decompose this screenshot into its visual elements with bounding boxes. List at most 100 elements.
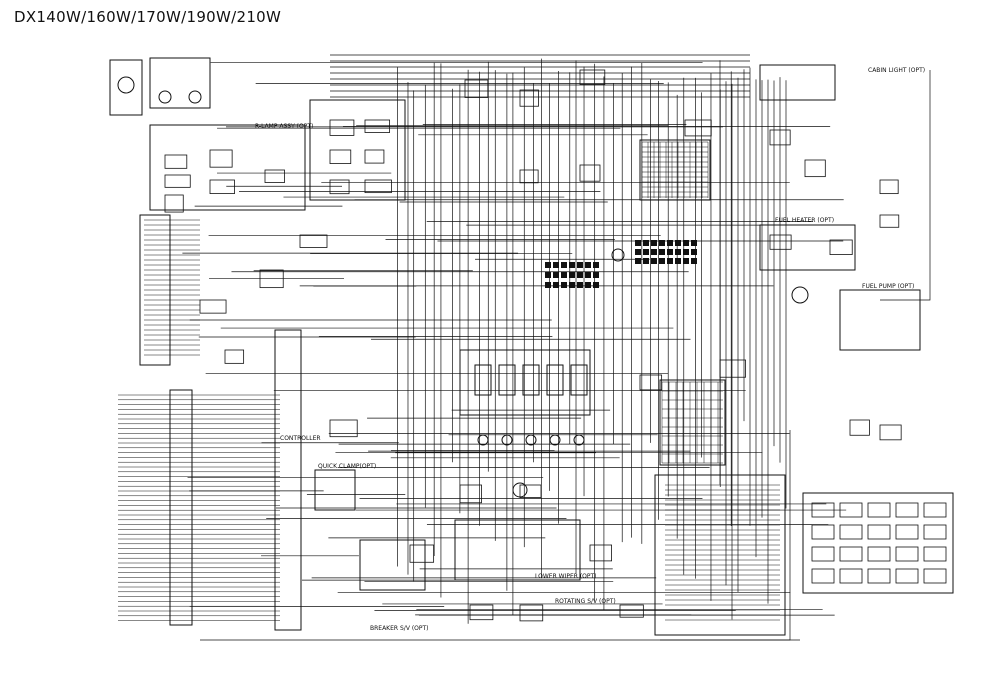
fuse-cell (561, 282, 567, 288)
connector-tile (839, 546, 863, 562)
fuel-heater-label: FUEL HEATER (OPT) (775, 217, 834, 224)
fuel-pump-label: FUEL PUMP (OPT) (862, 283, 914, 290)
relay-block (329, 419, 358, 438)
fuse-cell (577, 262, 583, 268)
fuse-cell (561, 272, 567, 278)
relay-coil (522, 364, 540, 396)
relay-block (579, 69, 606, 85)
motor-symbol (611, 248, 625, 262)
connector-tile (895, 524, 919, 540)
ignition-connector (117, 76, 135, 94)
fuse-cell (659, 249, 665, 255)
cabin-light-label: CABIN LIGHT (OPT) (868, 67, 925, 74)
fuse-cell (553, 262, 559, 268)
fuse-cell (675, 258, 681, 264)
round-connector (158, 90, 172, 104)
fuel-heater-box (759, 224, 856, 271)
relay-block (164, 174, 191, 188)
connector-legend-box (802, 492, 954, 594)
connector-tile (811, 524, 835, 540)
fuse-cell (643, 258, 649, 264)
fuse-cell (675, 249, 681, 255)
fuse-cell (683, 258, 689, 264)
connector-tile (839, 568, 863, 584)
fuse-cell (553, 282, 559, 288)
relay-block (519, 89, 539, 107)
page-title: DX140W/160W/170W/190W/210W (14, 8, 282, 26)
connector-tile (923, 502, 947, 518)
connector-tile (867, 524, 891, 540)
relay-block (519, 604, 544, 622)
fuse-cell (585, 282, 591, 288)
component-blocks (117, 69, 947, 622)
fuse-cell (667, 249, 673, 255)
fuse-cell (569, 262, 575, 268)
relay-block (804, 159, 826, 178)
relay-block (299, 234, 328, 248)
relay-block (519, 169, 539, 184)
fuse-block (139, 214, 171, 366)
frame-wire (880, 70, 931, 301)
relay-block (829, 239, 853, 255)
right-terminal-block (654, 474, 786, 636)
connector-tile (923, 524, 947, 540)
relay-block (329, 179, 350, 195)
relay-coil (474, 364, 492, 396)
relay-block (639, 374, 663, 391)
fuse-cell (569, 272, 575, 278)
relay-block (769, 234, 792, 250)
lamp-assy-box (149, 124, 306, 211)
relay-block (364, 179, 392, 194)
lower-wiper-box (454, 519, 581, 581)
relay-block (464, 79, 489, 98)
connector-tile (923, 546, 947, 562)
relay-block (164, 154, 188, 169)
relay-block (364, 119, 391, 133)
relay-coil (570, 364, 588, 396)
fuse-cell (659, 240, 665, 246)
fuse-cell (683, 249, 689, 255)
relay-block (164, 194, 184, 213)
fuse-cell (569, 282, 575, 288)
fuse-cell (667, 258, 673, 264)
relay-block (589, 544, 612, 562)
fuse-cell (593, 282, 599, 288)
fuse-cell (675, 240, 681, 246)
cabin-light-box (759, 64, 836, 101)
fuse-cell (635, 258, 641, 264)
connector-tile (895, 546, 919, 562)
connector-tile (867, 546, 891, 562)
motor-symbol (791, 286, 809, 304)
relay-block (329, 149, 352, 164)
connector-pin (477, 434, 489, 446)
fuse-cell (585, 262, 591, 268)
relay-block (329, 119, 355, 136)
connector-pin (573, 434, 585, 446)
relay-bank-box (459, 349, 591, 416)
round-connector (188, 90, 202, 104)
relay-block (879, 214, 900, 228)
fuse-cell (683, 240, 689, 246)
fuse-cell (635, 249, 641, 255)
fuse-cell (553, 272, 559, 278)
fuse-cell (545, 272, 551, 278)
relay-block (579, 164, 601, 182)
fuse-cell (585, 272, 591, 278)
quick-clamp-label: QUICK CLAMP(OPT) (318, 463, 376, 470)
relay-block (619, 604, 644, 618)
connector-pin (525, 434, 537, 446)
connector-tile (923, 568, 947, 584)
relay-block (364, 149, 385, 164)
motor-symbol (512, 482, 528, 498)
breaker-sv-label: BREAKER S/V (OPT) (370, 625, 429, 632)
relay-block (719, 359, 746, 378)
relay-block (469, 604, 494, 621)
connector-pin (501, 434, 513, 446)
relay-coil (498, 364, 516, 396)
hatched-grid-box (639, 139, 711, 201)
fuse-cell (651, 258, 657, 264)
relay-block-box (309, 99, 406, 201)
relay-block (264, 169, 285, 183)
connector-tile (839, 524, 863, 540)
